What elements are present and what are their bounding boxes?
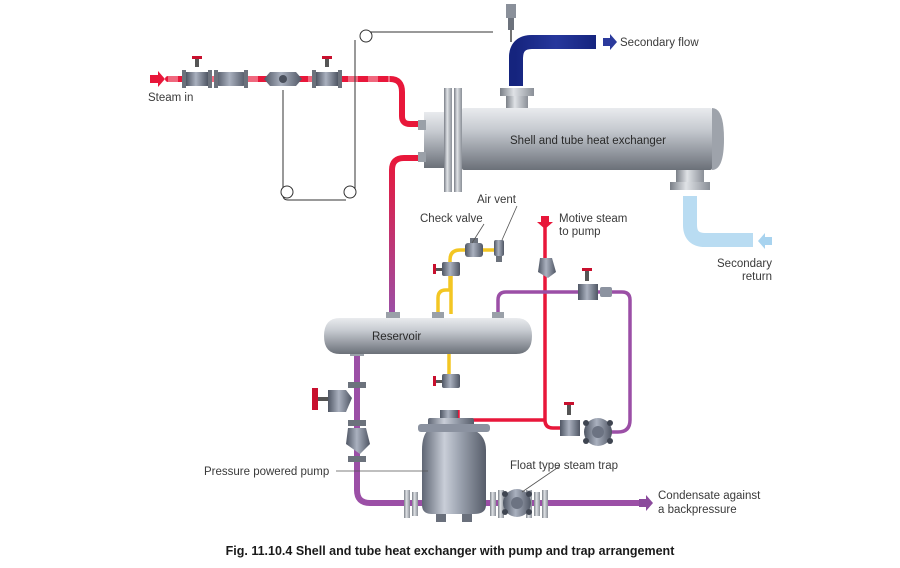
condensate-out-arrow [639, 495, 653, 511]
secondary-return-arrow [758, 233, 772, 249]
check-valve-label: Check valve [420, 213, 483, 225]
pump-inlet-strainer-icon [346, 420, 370, 462]
steam-inlet-pipe [165, 76, 435, 127]
condensate-label-line1: Condensate against [658, 490, 761, 502]
motive-steam-label-line1: Motive steam [559, 213, 627, 225]
steam-strainer-icon [214, 70, 248, 88]
secondary-flow-label: Secondary flow [620, 37, 699, 49]
float-trap-motive [583, 418, 613, 446]
pump-inlet-valve-icon [312, 382, 366, 412]
control-linkage [280, 29, 493, 201]
secondary-return-label-line1: Secondary [717, 258, 772, 270]
motive-isolation-valve-icon [560, 402, 580, 436]
steam-in-arrow [150, 71, 165, 87]
secondary-return-pipe [683, 196, 753, 247]
trap-condensate-loop [496, 290, 632, 434]
air-vent-label: Air vent [477, 194, 517, 206]
pressure-powered-pump-label: Pressure powered pump [204, 466, 329, 478]
loop-isolation-valve-icon [578, 268, 612, 300]
temperature-sensor-icon [506, 4, 516, 42]
check-valve-icon [465, 238, 483, 257]
condensate-label-line2: a backpressure [658, 504, 737, 516]
secondary-flow-arrow [603, 34, 617, 50]
float-trap-label: Float type steam trap [510, 460, 618, 472]
pressure-powered-pump [418, 410, 490, 522]
vent-isolation-valve-icon [433, 262, 460, 276]
steam-stop-valve-icon [182, 56, 212, 88]
pump-vent-valve-icon [433, 374, 460, 388]
motive-steam-arrow [537, 216, 553, 229]
motive-steam-label-line2: to pump [559, 226, 601, 238]
figure-caption: Fig. 11.10.4 Shell and tube heat exchang… [226, 544, 676, 558]
hx-condensate-pipe [389, 155, 432, 314]
secondary-return-label-line2: return [742, 271, 772, 283]
float-trap-main [502, 489, 532, 517]
reservoir-label: Reservoir [372, 331, 421, 343]
reservoir [324, 312, 532, 356]
control-valve-icon [264, 72, 302, 86]
reservoir-to-pump-pipe [354, 352, 440, 506]
heat-exchanger [418, 88, 724, 192]
air-vent-icon [494, 240, 504, 262]
leader-lines [336, 205, 561, 493]
steam-isolation-valve-icon [312, 56, 342, 88]
steam-in-label: Steam in [148, 92, 193, 104]
heat-exchanger-label: Shell and tube heat exchanger [510, 135, 666, 147]
motive-steam-strainer-icon [538, 258, 556, 278]
